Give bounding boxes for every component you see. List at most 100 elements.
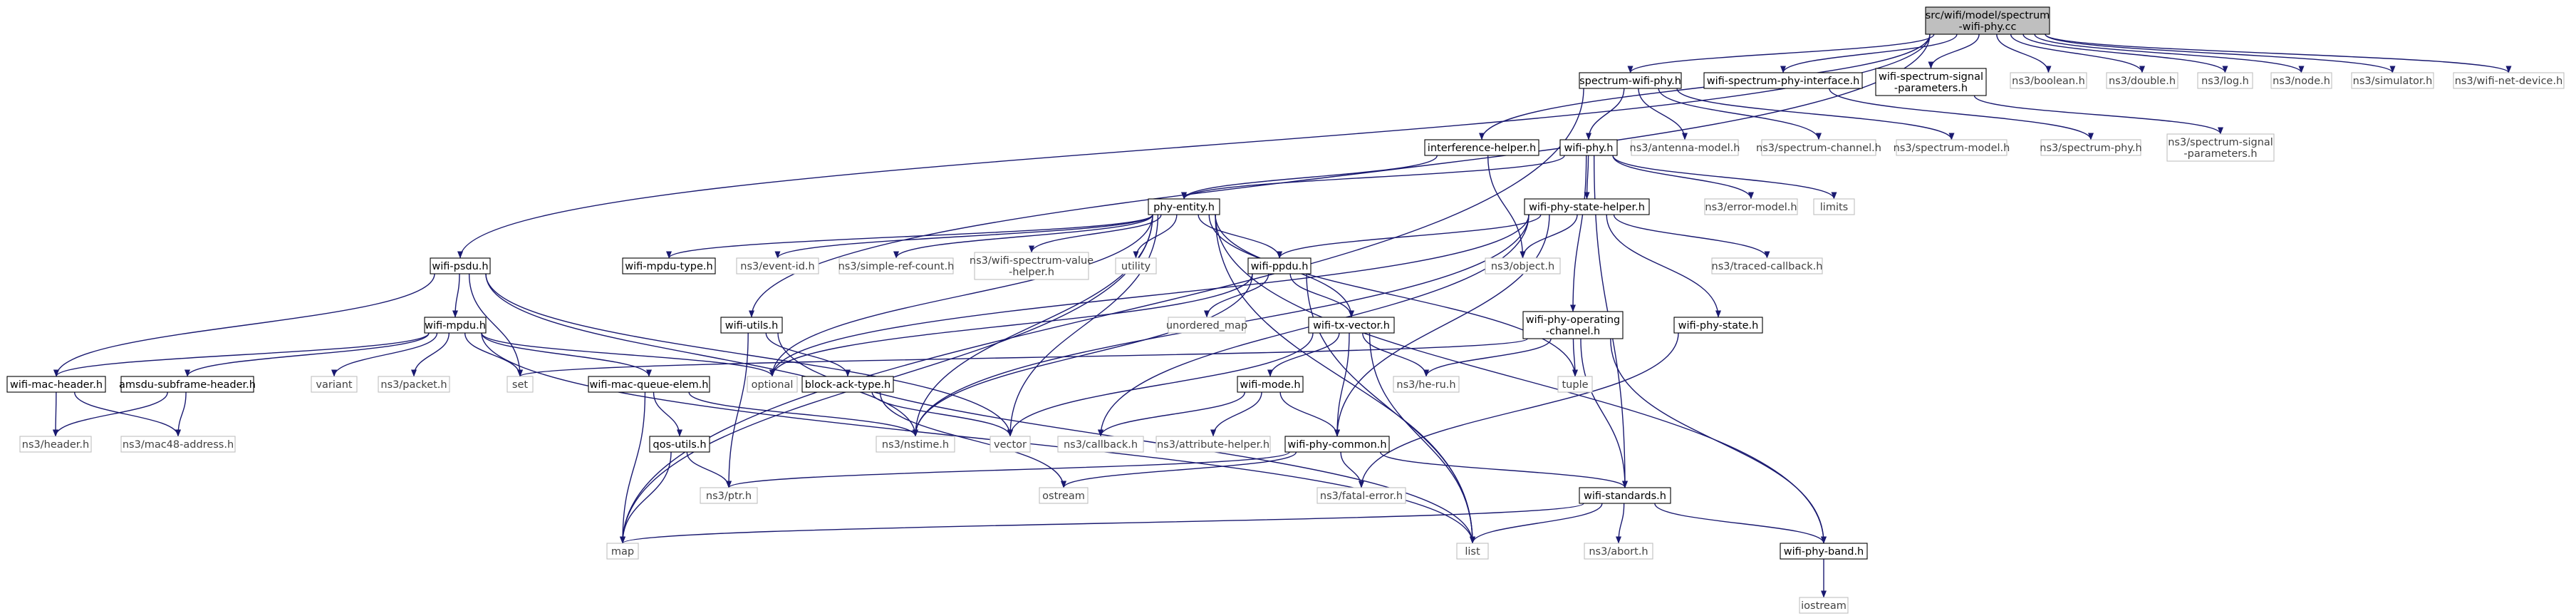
node-wifi-tx-vector-h[interactable]: wifi-tx-vector.h (1308, 317, 1395, 334)
edge-root-to-ns3-boolean-h (1996, 34, 2052, 73)
node-label: ns3/log.h (2201, 76, 2249, 87)
node-limits: limits (1813, 198, 1855, 215)
node-wifi-mode-h[interactable]: wifi-mode.h (1237, 376, 1304, 393)
node-box (19, 436, 92, 453)
node-wifi-mac-header-h[interactable]: wifi-mac-header.h (6, 376, 106, 393)
node-box (424, 317, 487, 334)
node-wifi-phy-operating-channel-h[interactable]: wifi-phy-operating-channel.h (1522, 311, 1624, 339)
node-wifi-spectrum-signal-parameters-h[interactable]: wifi-spectrum-signal-parameters.h (1875, 68, 1987, 96)
node-label: ns3/simple-ref-count.h (838, 261, 955, 272)
node-wifi-phy-common-h[interactable]: wifi-phy-common.h (1284, 436, 1390, 453)
edge-wifi-phy-state-h-to-ns3-fatal-error-h (1359, 332, 1679, 488)
node-box (1456, 543, 1489, 560)
node-label: ns3/wifi-spectrum-value (970, 255, 1094, 267)
edge-root-to-ns3-node-h (2034, 34, 2305, 73)
edge-wifi-standards-h-to-map (620, 503, 1584, 544)
node-label: wifi-spectrum-phy-interface.h (1707, 76, 1860, 87)
node-iostream: iostream (1799, 597, 1849, 614)
node-list: list (1456, 543, 1489, 560)
node-ns3-node-h: ns3/node.h (2270, 72, 2332, 89)
node-wifi-phy-state-h[interactable]: wifi-phy-state.h (1673, 317, 1763, 334)
edge-spectrum-wifi-phy-h-to-ns3-spectrum-channel-h (1658, 88, 1822, 140)
node-amsdu-subframe-header-h[interactable]: amsdu-subframe-header.h (119, 376, 256, 393)
node-box (747, 376, 798, 393)
node-box (311, 376, 358, 393)
edge-root-to-wifi-spectrum-signal-parameters-h (1928, 34, 1980, 69)
node-qos-utils-h[interactable]: qos-utils.h (649, 436, 710, 453)
edge-wifi-utils-h-to-ns3-ptr-h (726, 332, 749, 488)
node-label: wifi-phy-band.h (1784, 546, 1864, 558)
node-box (2453, 72, 2565, 89)
edge-wifi-tx-vector-h-to-wifi-phy-common-h (1334, 332, 1350, 437)
node-box (736, 257, 819, 274)
node-label: set (512, 379, 528, 391)
edge-block-ack-type-h-to-ostream (879, 391, 1066, 488)
node-wifi-standards-h[interactable]: wifi-standards.h (1579, 487, 1671, 504)
node-root[interactable]: src/wifi/model/spectrum-wifi-phy.cc (1925, 6, 2050, 35)
node-spectrum-wifi-phy-h[interactable]: spectrum-wifi-phy.h (1579, 72, 1682, 89)
node-ns3-attribute-helper-h: ns3/attribute-helper.h (1155, 436, 1271, 453)
node-wifi-mac-queue-elem-h[interactable]: wifi-mac-queue-elem.h (588, 376, 710, 393)
node-box (990, 436, 1031, 453)
node-box (1237, 376, 1304, 393)
node-phy-entity-h[interactable]: phy-entity.h (1148, 198, 1220, 215)
node-box (2106, 72, 2178, 89)
node-label: ns3/event-id.h (740, 261, 814, 272)
node-label: ns3/header.h (22, 439, 89, 451)
node-ns3-object-h: ns3/object.h (1485, 257, 1561, 274)
node-unordered-map: unordered_map (1166, 317, 1247, 334)
node-wifi-psdu-h[interactable]: wifi-psdu.h (430, 257, 491, 274)
node-box (649, 436, 710, 453)
node-wifi-mpdu-type-h[interactable]: wifi-mpdu-type.h (622, 257, 716, 274)
node-label: ns3/mac48-address.h (123, 439, 234, 451)
node-wifi-phy-state-helper-h[interactable]: wifi-phy-state-helper.h (1524, 198, 1650, 215)
node-wifi-utils-h[interactable]: wifi-utils.h (720, 317, 783, 334)
node-ns3-header-h: ns3/header.h (19, 436, 92, 453)
node-block-ack-type-h[interactable]: block-ack-type.h (801, 376, 894, 393)
node-label: wifi-spectrum-signal (1879, 71, 1983, 83)
node-ns3-packet-h: ns3/packet.h (378, 376, 450, 393)
node-wifi-phy-h[interactable]: wifi-phy.h (1559, 139, 1618, 156)
node-label: wifi-mode.h (1240, 379, 1300, 391)
edge-qos-utils-h-to-map (620, 451, 672, 544)
node-label: ns3/attribute-helper.h (1157, 439, 1269, 451)
node-label: unordered_map (1166, 320, 1247, 332)
node-box (622, 257, 716, 274)
node-label: wifi-phy-state-helper.h (1529, 202, 1645, 213)
node-ns3-nstime-h: ns3/nstime.h (876, 436, 955, 453)
edge-wifi-mpdu-h-to-wifi-mac-header-h (53, 332, 430, 377)
node-ns3-wifi-spectrum-value-helper-h: ns3/wifi-spectrum-value-helper.h (970, 252, 1094, 280)
node-ns3-traced-callback-h: ns3/traced-callback.h (1711, 257, 1823, 274)
node-box (1522, 311, 1624, 339)
edge-phy-entity-h-to-ns3-wifi-spectrum-value-helper-h (1029, 214, 1162, 253)
node-interference-helper-h[interactable]: interference-helper.h (1424, 139, 1539, 156)
node-label: wifi-phy-common.h (1287, 439, 1386, 451)
node-wifi-spectrum-phy-interface-h[interactable]: wifi-spectrum-phy-interface.h (1703, 72, 1863, 89)
node-label: limits (1820, 202, 1848, 213)
node-box (720, 317, 783, 334)
node-box (430, 257, 491, 274)
node-box (588, 376, 710, 393)
node-wifi-ppdu-h[interactable]: wifi-ppdu.h (1247, 257, 1312, 274)
node-label: wifi-mpdu.h (425, 320, 486, 332)
node-box (1559, 139, 1618, 156)
node-label: wifi-utils.h (725, 320, 779, 332)
node-label: variant (316, 379, 353, 391)
node-label: ns3/packet.h (380, 379, 447, 391)
edge-phy-entity-h-to-ns3-nstime-h (913, 214, 1153, 437)
node-label: ns3/callback.h (1064, 439, 1138, 451)
edge-wifi-standards-h-to-wifi-phy-band-h (1654, 503, 1827, 544)
edge-root-to-ns3-wifi-net-device-h (2045, 34, 2512, 73)
edge-wifi-phy-h-to-wifi-phy-state-helper-h (1584, 155, 1590, 200)
node-label: -parameters.h (2183, 148, 2257, 160)
node-label: wifi-tx-vector.h (1313, 320, 1390, 332)
edge-amsdu-subframe-header-h-to-ns3-header-h (53, 391, 168, 437)
node-ns3-spectrum-channel-h: ns3/spectrum-channel.h (1756, 139, 1881, 156)
node-label: amsdu-subframe-header.h (119, 379, 256, 391)
node-wifi-mpdu-h[interactable]: wifi-mpdu.h (424, 317, 487, 334)
node-label: vector (994, 439, 1027, 451)
node-set: set (507, 376, 534, 393)
node-wifi-phy-band-h[interactable]: wifi-phy-band.h (1780, 543, 1868, 560)
edge-wifi-mode-h-to-ns3-callback-h (1098, 391, 1245, 437)
